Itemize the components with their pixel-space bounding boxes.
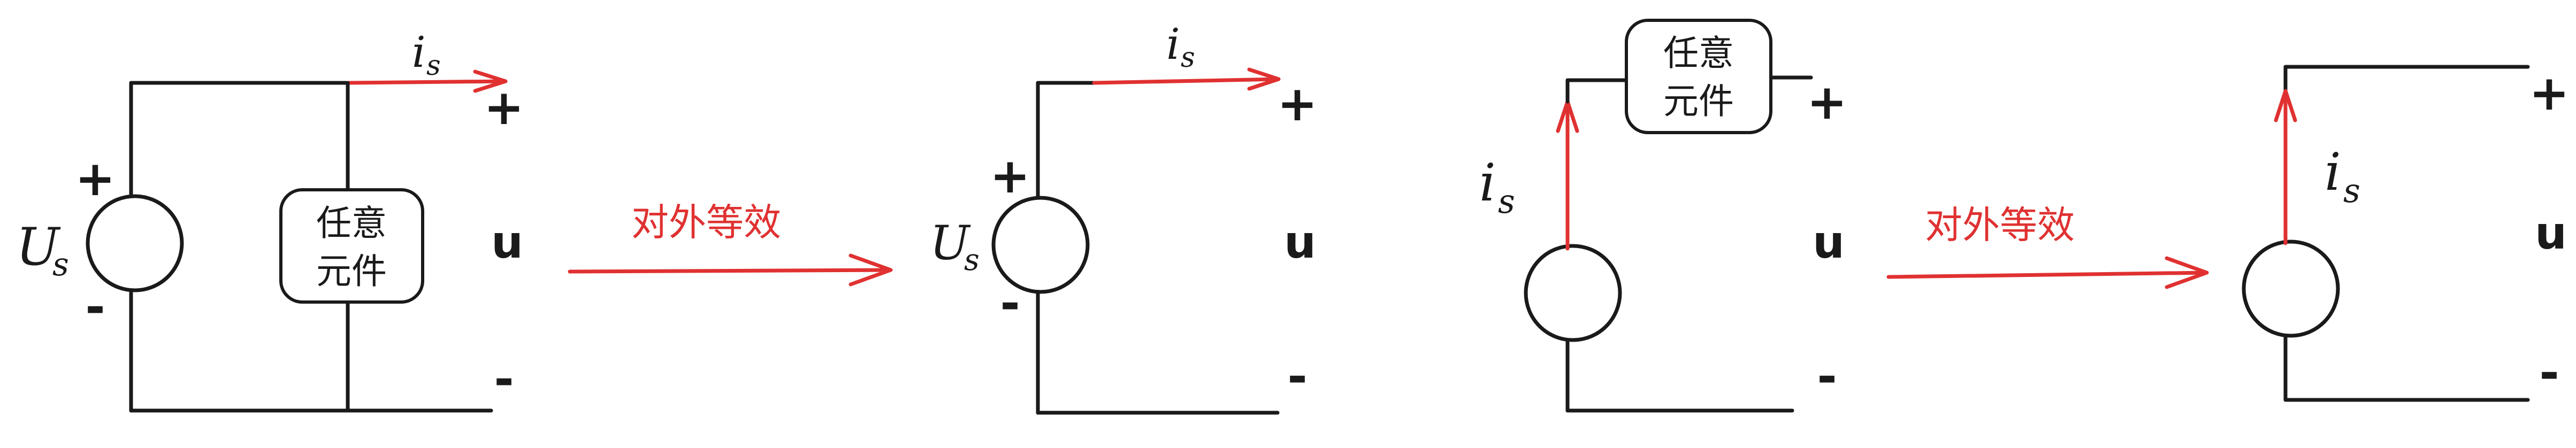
equivalence-arrow-2: 对外等效 xyxy=(1886,203,2209,289)
equivalence-arrow-2-line xyxy=(1886,256,2209,289)
d2-current-label: i xyxy=(1166,19,1180,69)
d4-terminal-voltage: u xyxy=(2535,207,2567,259)
d4-current-arrow xyxy=(2274,89,2297,213)
d2-voltage-source xyxy=(991,196,1090,294)
d3-element-line1: 任意 xyxy=(1663,33,1734,74)
d2-terminal-voltage: u xyxy=(1284,216,1316,268)
d1-source-plus: + xyxy=(75,151,115,207)
d3-current-label: i xyxy=(1479,153,1496,213)
diagram-3-current-source-series: 任意 元件 i s + u - xyxy=(1479,19,1847,413)
d4-current-label: i xyxy=(2325,142,2341,202)
d3-terminal-plus: + xyxy=(1807,74,1847,130)
d3-current-source xyxy=(1524,244,1622,342)
d1-arbitrary-element-box xyxy=(279,188,424,304)
d1-terminal-minus: - xyxy=(494,351,514,407)
d2-source-minus: - xyxy=(1000,275,1020,331)
d1-current-label: i xyxy=(412,27,426,77)
diagram-2-equivalent-voltage-source: + - U s i s + u - xyxy=(930,19,1318,415)
d1-current-subscript: s xyxy=(426,50,441,82)
d4-current-source xyxy=(2242,240,2340,338)
d1-element-line2: 元件 xyxy=(316,251,387,292)
d3-terminal-minus: - xyxy=(1817,349,1837,405)
diagram-4-equivalent-current-source: i s + u - xyxy=(2242,65,2570,402)
d2-source-plus: + xyxy=(990,148,1030,204)
d1-element-line1: 任意 xyxy=(316,203,387,244)
d1-source-minus: - xyxy=(85,279,105,335)
d2-terminal-plus: + xyxy=(1277,76,1317,132)
d4-terminal-plus: + xyxy=(2529,65,2569,121)
d2-terminal-minus: - xyxy=(1287,349,1307,405)
d1-terminal-voltage: u xyxy=(491,216,523,268)
d1-source-subscript: s xyxy=(52,246,69,283)
d3-current-subscript: s xyxy=(1498,182,1515,221)
equivalence-label-2: 对外等效 xyxy=(1925,203,2075,247)
d1-terminal-plus: + xyxy=(484,80,524,136)
equivalence-arrow-1-line xyxy=(568,253,893,287)
diagram-1-voltage-source-parallel: 任意 元件 + - U s i s + u - xyxy=(16,27,524,413)
d2-current-subscript: s xyxy=(1181,42,1195,74)
d4-current-subscript: s xyxy=(2343,171,2360,210)
d3-element-line2: 元件 xyxy=(1663,81,1734,122)
equivalence-label-1: 对外等效 xyxy=(631,200,781,244)
d1-voltage-source xyxy=(86,194,184,292)
d4-terminal-minus: - xyxy=(2539,345,2559,401)
d2-source-label: U xyxy=(930,215,971,271)
d2-current-arrow xyxy=(1092,67,1281,91)
d1-source-label: U xyxy=(16,217,61,277)
d2-source-subscript: s xyxy=(964,243,980,277)
d1-current-arrow xyxy=(346,69,508,93)
d3-current-arrow xyxy=(1556,99,1579,221)
d3-terminal-voltage: u xyxy=(1813,216,1845,268)
d3-arbitrary-element-box xyxy=(1625,19,1772,134)
equivalence-arrow-1: 对外等效 xyxy=(568,200,893,287)
